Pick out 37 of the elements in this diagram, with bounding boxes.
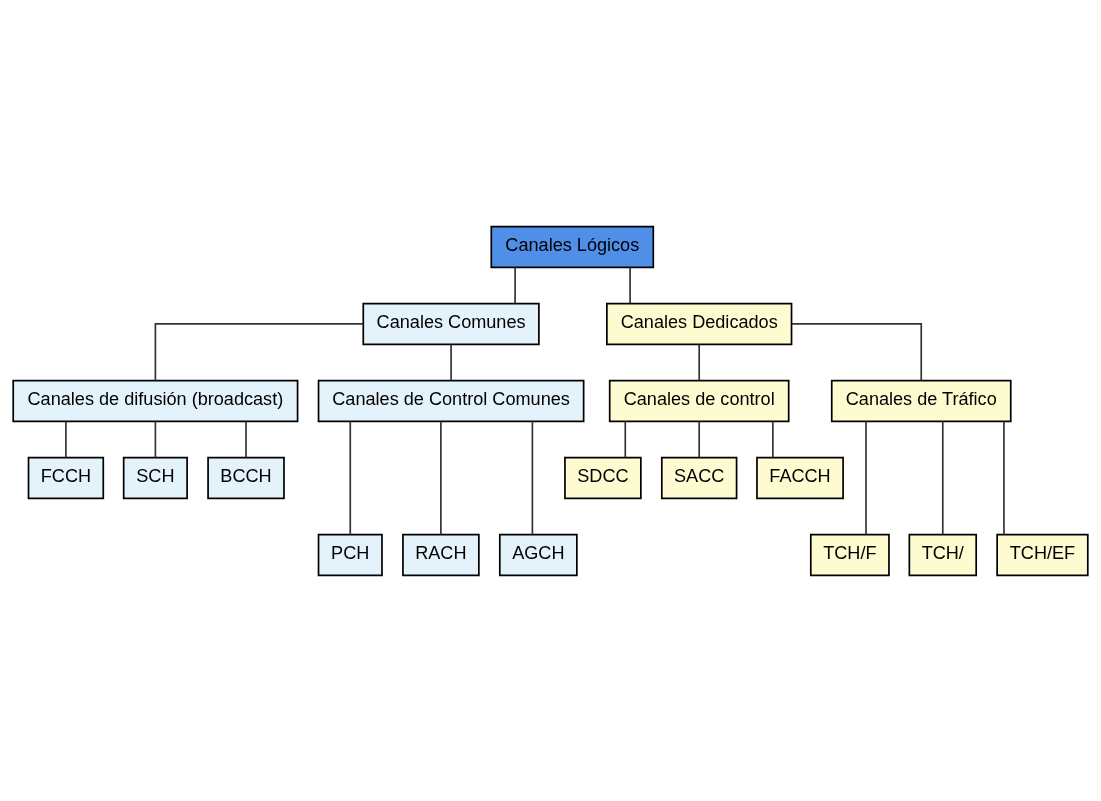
node-box: FCCH — [27, 456, 105, 499]
connector — [514, 266, 516, 304]
node-box: FACCH — [756, 456, 844, 499]
connector — [772, 420, 774, 458]
node-box: BCCH — [207, 456, 285, 499]
node-box: SDCC — [564, 456, 642, 499]
connector — [450, 343, 452, 381]
node-box: AGCH — [498, 533, 578, 576]
connector — [531, 420, 534, 535]
node-box: PCH — [317, 533, 383, 576]
node-box: SACC — [660, 456, 738, 499]
node-box: Canales de Tráfico — [830, 379, 1012, 422]
connector — [865, 420, 867, 535]
node-box: Canales Dedicados — [606, 302, 793, 345]
node-box: Canales Lógicos — [490, 225, 655, 268]
node-box: Canales Comunes — [362, 302, 540, 345]
node-box: TCH/F — [809, 533, 890, 576]
node-box: Canales de difusión (broadcast) — [12, 379, 299, 422]
connector — [698, 420, 701, 458]
connector — [941, 420, 944, 535]
connector — [349, 420, 352, 535]
connector — [1003, 420, 1005, 535]
connector — [154, 322, 365, 381]
node-box: TCH/ — [908, 533, 978, 576]
connector — [245, 420, 247, 458]
connector — [790, 322, 923, 381]
connector — [698, 343, 701, 381]
node-box: Canales de control — [608, 379, 790, 422]
node-box: Canales de Control Comunes — [317, 379, 585, 422]
connector — [624, 420, 627, 458]
node-box: TCH/EF — [996, 533, 1089, 576]
connector — [154, 420, 157, 458]
node-box: RACH — [402, 533, 480, 576]
connector — [65, 420, 67, 458]
connector — [440, 420, 442, 535]
connector — [629, 266, 631, 304]
node-box: SCH — [122, 456, 188, 499]
